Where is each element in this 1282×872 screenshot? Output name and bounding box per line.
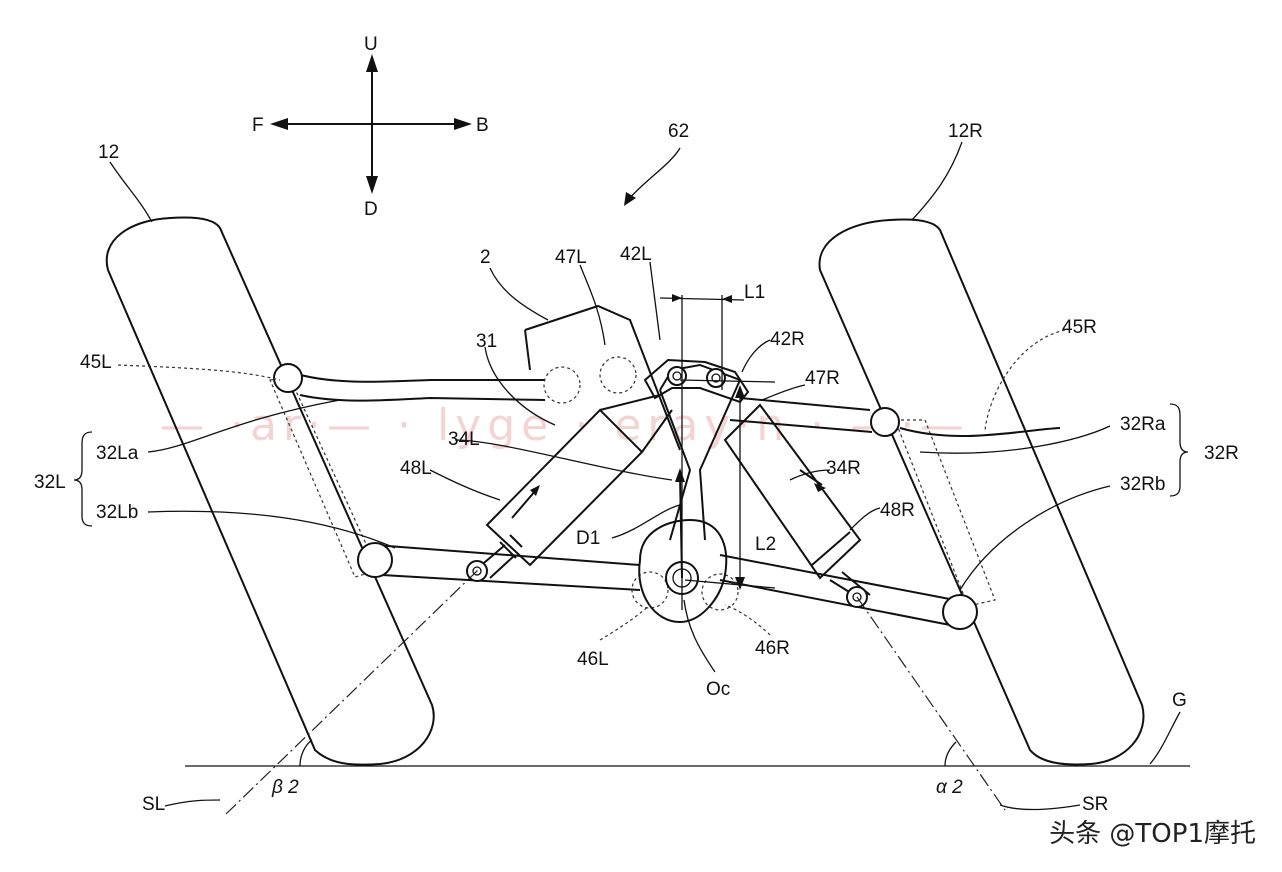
- pivot-47L-hidden: [599, 356, 637, 394]
- label-45L: 45L: [80, 352, 112, 373]
- leader-lines: [109, 141, 1181, 811]
- label-47L: 47L: [555, 247, 587, 268]
- angle-alpha2-arc: [944, 741, 957, 767]
- right-wheel: [818, 218, 1145, 766]
- pivot-46R-hidden: [701, 573, 739, 611]
- label-32R: 32R: [1204, 443, 1239, 464]
- upper-arm-right: [729, 397, 1061, 437]
- label-D1: D1: [576, 528, 600, 549]
- label-47R: 47R: [805, 368, 840, 389]
- label-31: 31: [476, 331, 497, 352]
- right-kingpin-hidden: [894, 419, 996, 607]
- right-shock-axis-SR: [856, 596, 1006, 811]
- label-beta2: β 2: [271, 777, 299, 798]
- label-32Ra: 32Ra: [1120, 414, 1166, 435]
- label-Oc: Oc: [706, 679, 730, 700]
- bracket-32R: [1169, 403, 1189, 497]
- label-32La: 32La: [96, 443, 139, 464]
- label-G: G: [1172, 690, 1187, 711]
- label-46R: 46R: [755, 638, 790, 659]
- compass-front-label: F: [252, 115, 264, 136]
- label-34L: 34L: [448, 429, 480, 450]
- pivot-46L-hidden: [631, 571, 669, 609]
- label-45R: 45R: [1062, 317, 1097, 338]
- label-SR: SR: [1082, 794, 1108, 815]
- bracket-32L: [73, 431, 93, 527]
- label-32Lb: 32Lb: [96, 502, 138, 523]
- dimension-L1: [659, 294, 745, 303]
- label-46L: 46L: [577, 649, 609, 670]
- label-L2: L2: [755, 534, 776, 555]
- lower-arm-left: [357, 542, 641, 591]
- label-SL: SL: [142, 794, 165, 815]
- label-62: 62: [668, 121, 689, 142]
- label-48R: 48R: [880, 500, 915, 521]
- pivot-45L-hidden: [543, 366, 581, 404]
- left-shock-axis-SL: [225, 569, 479, 815]
- label-34R: 34R: [826, 458, 861, 479]
- label-12R: 12R: [948, 121, 983, 142]
- label-2: 2: [480, 247, 491, 268]
- horizontal-ref-line: [679, 379, 776, 383]
- angle-beta2-arc: [299, 739, 313, 767]
- label-alpha2: α 2: [936, 777, 963, 798]
- dimension-L2: [735, 385, 745, 590]
- direction-compass: [270, 54, 472, 194]
- watermark-text: — ·ar·— · lyge · eray·n · —·—: [160, 400, 970, 451]
- label-48L: 48L: [400, 458, 432, 479]
- label-42R: 42R: [770, 329, 805, 350]
- compass-down-label: D: [364, 199, 378, 220]
- label-42L: 42L: [620, 244, 652, 265]
- label-32Rb: 32Rb: [1120, 474, 1165, 495]
- right-shock-absorber: [723, 403, 871, 608]
- source-credit-watermark: 头条 @TOP1摩托: [1049, 819, 1256, 849]
- upper-arm-left: [273, 363, 546, 402]
- vehicle-body-frame: [524, 304, 681, 451]
- compass-up-label: U: [364, 34, 378, 55]
- compass-back-label: B: [476, 115, 489, 136]
- label-L1: L1: [744, 282, 765, 303]
- bottom-ref-line: [684, 579, 776, 589]
- left-wheel: [105, 216, 435, 766]
- label-32L: 32L: [34, 472, 66, 493]
- label-12: 12: [98, 142, 119, 163]
- lower-arm-right: [719, 554, 978, 630]
